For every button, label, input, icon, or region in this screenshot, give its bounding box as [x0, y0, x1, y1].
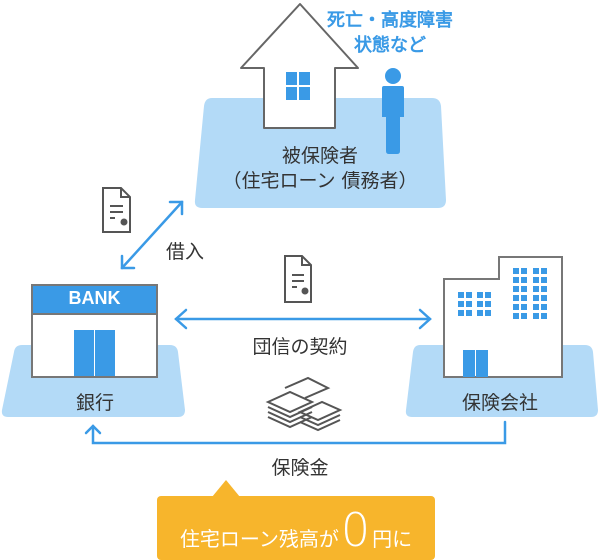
- insured-label: 被保険者: [281, 145, 358, 167]
- insured-sublabel: （住宅ローン 債務者）: [222, 170, 418, 192]
- insured-base: [194, 98, 446, 208]
- result-callout-text: 住宅ローン残高が 0 円に: [157, 498, 435, 558]
- contract-label: 団信の契約: [252, 336, 348, 358]
- result-callout: [157, 496, 435, 560]
- callout-pointer: [212, 480, 240, 497]
- office-building-icon: [443, 256, 563, 378]
- borrow-arrow: [120, 200, 184, 270]
- callout-amount: 0: [340, 503, 371, 557]
- bank-sign: BANK: [68, 288, 121, 308]
- insurer-label: 保険会社: [461, 392, 538, 414]
- house-icon: [240, 3, 359, 129]
- callout-suffix: 円に: [372, 527, 413, 551]
- insured-event-line2: 状態など: [354, 35, 426, 56]
- certificate-document-icon: [102, 187, 131, 233]
- money-stack-icon: [265, 376, 343, 432]
- borrow-label: 借入: [165, 241, 204, 263]
- payout-arrow: [84, 420, 507, 445]
- callout-prefix: 住宅ローン残高が: [179, 527, 339, 551]
- bank-building-icon: [31, 284, 158, 378]
- person-icon: [382, 68, 404, 154]
- payout-label: 保険金: [271, 457, 329, 479]
- contract-arrow: [174, 308, 432, 330]
- insured-event-line1: 死亡・高度障害: [327, 10, 453, 31]
- bank-label: 銀行: [75, 392, 114, 414]
- certificate-document-icon: [284, 255, 312, 303]
